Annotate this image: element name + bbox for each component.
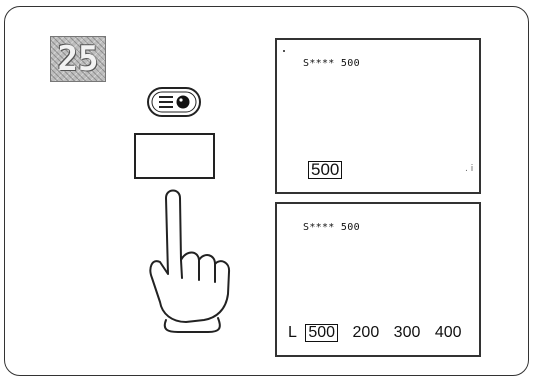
top-display-corner-mark: . i [465,164,473,174]
lamp-switch-icon [146,86,202,118]
step-number-badge: 25 [50,36,106,82]
row-label: L [288,324,297,341]
option-value[interactable]: 400 [435,324,462,341]
select-key-button[interactable] [134,133,215,179]
top-display-header: S**** 500 [303,58,360,69]
option-value[interactable]: 200 [353,324,380,341]
bottom-display-header: S**** 500 [303,222,360,233]
top-display-selected-value: 500 [308,160,342,180]
top-display-screen: S**** 500 500 . i [275,38,481,194]
screen-dot [283,50,285,52]
option-value-selected[interactable]: 500 [305,324,338,342]
selected-value-box: 500 [308,161,342,179]
bottom-display-screen: S**** 500 L 500 200 300 400 [275,202,481,357]
value-options-row: L 500 200 300 400 [288,324,472,342]
pointing-hand-icon [138,182,238,334]
option-value[interactable]: 300 [394,324,421,341]
